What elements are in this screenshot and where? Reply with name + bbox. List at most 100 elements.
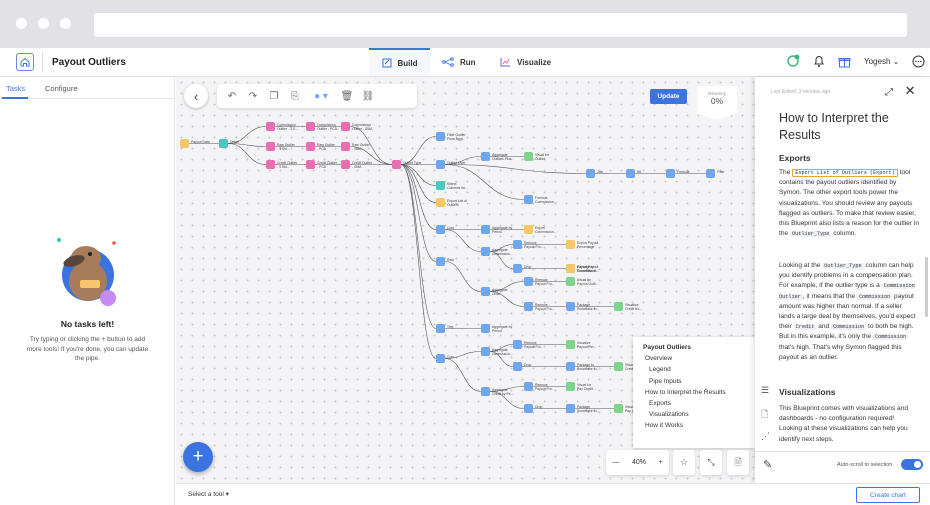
list-icon[interactable]: ☰ [761,385,770,395]
pipeline-node[interactable] [436,257,445,266]
pipeline-node[interactable] [436,354,445,363]
toc-item-how-it-works[interactable]: How it Works [645,422,684,430]
pipeline-node[interactable] [666,169,675,178]
pipeline-node[interactable] [341,122,350,131]
pipeline-node[interactable] [524,277,533,286]
pipeline-node[interactable] [306,122,315,131]
expand-icon[interactable]: ⤢ [885,87,893,98]
window-maximize-dot[interactable] [60,18,71,29]
pipeline-node[interactable] [524,195,533,204]
pipeline-node[interactable] [392,160,401,169]
undo-icon[interactable]: ↶ [227,90,237,102]
update-button[interactable]: Update [650,89,687,104]
pipeline-node[interactable] [513,340,522,349]
pipeline-node[interactable] [566,264,575,273]
export-tool-chip[interactable]: Export List of Outliers (Export) [792,169,898,177]
window-close-dot[interactable] [16,18,27,29]
tab-run[interactable]: Run [442,48,476,76]
tab-visualize[interactable]: Visualize [500,48,551,76]
toc-item-exports[interactable]: Exports [649,399,672,407]
toc-item-overview[interactable]: Overview [645,355,673,363]
fit-view-button[interactable]: ☆ [673,450,695,475]
tab-tasks[interactable]: Tasks [6,84,26,93]
toc-item-interpret[interactable]: How to Interpret the Results [645,388,726,396]
pipeline-node[interactable] [436,324,445,333]
toc-item-pipe-inputs[interactable]: Pipe Inputs [649,377,682,385]
pipeline-node[interactable] [481,347,490,356]
pipeline-node[interactable] [614,362,623,371]
window-minimize-dot[interactable] [38,18,49,29]
collapse-button[interactable]: ⤡ [700,450,722,475]
panel-scrollbar[interactable] [925,257,928,317]
pipeline-node[interactable] [266,142,275,151]
pipeline-node[interactable] [266,160,275,169]
pipeline-node[interactable] [436,181,445,190]
pipeline-node[interactable] [436,160,445,169]
toc-item-visualizations[interactable]: Visualizations [649,411,689,419]
pipeline-node[interactable] [524,302,533,311]
user-menu[interactable]: Yogesh ⌄ [864,57,899,66]
tab-configure[interactable]: Configure [45,84,78,93]
file-icon[interactable]: 🗋 [761,409,769,419]
pipeline-node[interactable] [481,324,490,333]
toc-item-legend[interactable]: Legend [649,366,671,374]
pipeline-node[interactable] [306,142,315,151]
toc-item-payout-outliers[interactable]: Payout Outliers [643,344,692,351]
pipeline-node[interactable] [341,142,350,151]
pipeline-node[interactable] [306,160,315,169]
pipeline-node[interactable] [566,362,575,371]
pipeline-node[interactable] [436,132,445,141]
address-bar[interactable] [94,13,907,37]
pipeline-node[interactable] [341,160,350,169]
pipeline-node[interactable] [566,340,575,349]
pipeline-node[interactable] [436,225,445,234]
pipeline-node[interactable] [513,362,522,371]
pipeline-node[interactable] [524,225,533,234]
zoom-out-button[interactable]: — [612,459,620,466]
pipeline-node[interactable] [586,169,595,178]
pipeline-node[interactable] [481,387,490,396]
pipeline-node[interactable] [481,225,490,234]
chart-icon[interactable]: ⋰ [761,431,770,441]
pipeline-node[interactable] [566,240,575,249]
color-picker-icon[interactable]: ● ▾ [314,90,328,102]
pipeline-node[interactable] [566,382,575,391]
notes-button[interactable]: 🗎 [727,450,749,475]
copy-icon[interactable]: ❐ [269,90,279,102]
pipeline-node[interactable] [219,139,228,148]
zoom-in-button[interactable]: + [658,459,663,466]
pipeline-node[interactable] [266,122,275,131]
gift-icon[interactable] [838,55,851,68]
pipeline-canvas[interactable]: ‹ ↶ ↷ ❐ ⎘ ● ▾ 🗑 ⛓ Update Recency 0% Payo… [176,77,755,483]
autoscroll-toggle[interactable] [901,459,923,470]
pipeline-node[interactable] [481,152,490,161]
pipeline-node[interactable] [614,302,623,311]
more-icon[interactable] [912,55,925,68]
redo-icon[interactable]: ↷ [248,90,258,102]
pipeline-node[interactable] [614,404,623,413]
pipeline-node[interactable] [566,302,575,311]
pipeline-node[interactable] [436,198,445,207]
pipeline-node[interactable] [524,404,533,413]
pipeline-node[interactable] [180,139,189,148]
pipeline-node[interactable] [481,287,490,296]
tool-selector[interactable]: Select a tool ▾ [188,490,229,498]
pipeline-node[interactable] [524,152,533,161]
pipeline-node[interactable] [524,382,533,391]
paste-icon[interactable]: ⎘ [291,90,299,102]
highlighter-icon[interactable]: ✎ [763,459,773,471]
home-button[interactable] [16,53,34,71]
add-tool-button[interactable]: + [183,442,213,472]
pipeline-node[interactable] [706,169,715,178]
pipeline-node[interactable] [513,264,522,273]
tab-build[interactable]: Build [369,48,430,76]
pipeline-node[interactable] [626,169,635,178]
pipeline-node[interactable] [513,240,522,249]
delete-icon[interactable]: 🗑 [340,90,354,102]
pipeline-node[interactable] [566,277,575,286]
close-icon[interactable]: ✕ [904,83,916,98]
unlink-icon[interactable]: ⛓ [361,90,375,102]
pipeline-node[interactable] [566,404,575,413]
create-chart-button[interactable]: Create chart [856,487,920,503]
refresh-status-icon[interactable] [786,54,800,68]
